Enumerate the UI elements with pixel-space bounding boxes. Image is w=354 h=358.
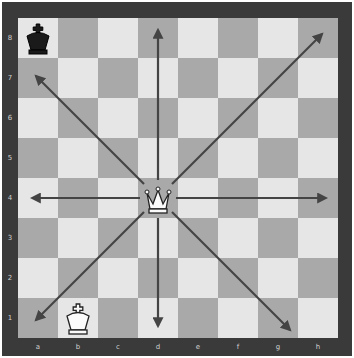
board-square (178, 98, 218, 138)
move-arrow (176, 197, 326, 199)
move-arrow (36, 76, 144, 184)
board-square (218, 218, 258, 258)
board-square (258, 18, 298, 58)
rank-label: 5 (8, 155, 12, 162)
rank-label: 6 (8, 115, 12, 122)
move-arrow (32, 197, 140, 199)
file-label: d (156, 344, 160, 351)
board-square (298, 138, 338, 178)
board-square (58, 218, 98, 258)
board-square (58, 18, 98, 58)
move-arrow (157, 30, 159, 180)
board-square (298, 298, 338, 338)
board-square (58, 58, 98, 98)
rank-label: 2 (8, 275, 12, 282)
board-square (98, 98, 138, 138)
file-label: c (116, 344, 120, 351)
board-square (298, 258, 338, 298)
file-label: a (36, 344, 40, 351)
board-square (218, 138, 258, 178)
board-square (298, 58, 338, 98)
board-square (178, 258, 218, 298)
file-label: h (316, 344, 320, 351)
board-square (98, 18, 138, 58)
move-arrow (157, 218, 159, 326)
board-square (258, 218, 298, 258)
rank-label: 8 (8, 35, 12, 42)
white-queen (145, 187, 171, 213)
move-arrow (172, 212, 290, 330)
white-king (67, 304, 89, 334)
rank-label: 1 (8, 315, 12, 322)
board-square (258, 98, 298, 138)
file-label: e (196, 344, 200, 351)
board-square (58, 298, 98, 338)
rank-label: 7 (8, 75, 12, 82)
board-frame (2, 2, 352, 356)
board-square (18, 218, 58, 258)
board-square (18, 138, 58, 178)
board-square (98, 298, 138, 338)
board-square (298, 218, 338, 258)
black-king (27, 24, 49, 54)
queen-moves (32, 30, 326, 330)
board-square (218, 298, 258, 338)
board-square (298, 98, 338, 138)
board-square (18, 258, 58, 298)
move-arrow (172, 34, 322, 184)
board-square (218, 18, 258, 58)
board-square (258, 138, 298, 178)
board-square (178, 58, 218, 98)
board-square (58, 138, 98, 178)
file-label: g (276, 344, 280, 351)
board-square (18, 98, 58, 138)
rank-label: 3 (8, 235, 12, 242)
board-square (178, 18, 218, 58)
board-square (18, 18, 58, 58)
board-square (218, 58, 258, 98)
board-square (178, 298, 218, 338)
rank-label: 4 (8, 195, 12, 202)
board-square (258, 258, 298, 298)
board-square (98, 58, 138, 98)
move-arrow (36, 212, 144, 320)
board-square (98, 258, 138, 298)
file-label: b (76, 344, 80, 351)
file-label: f (237, 344, 239, 351)
